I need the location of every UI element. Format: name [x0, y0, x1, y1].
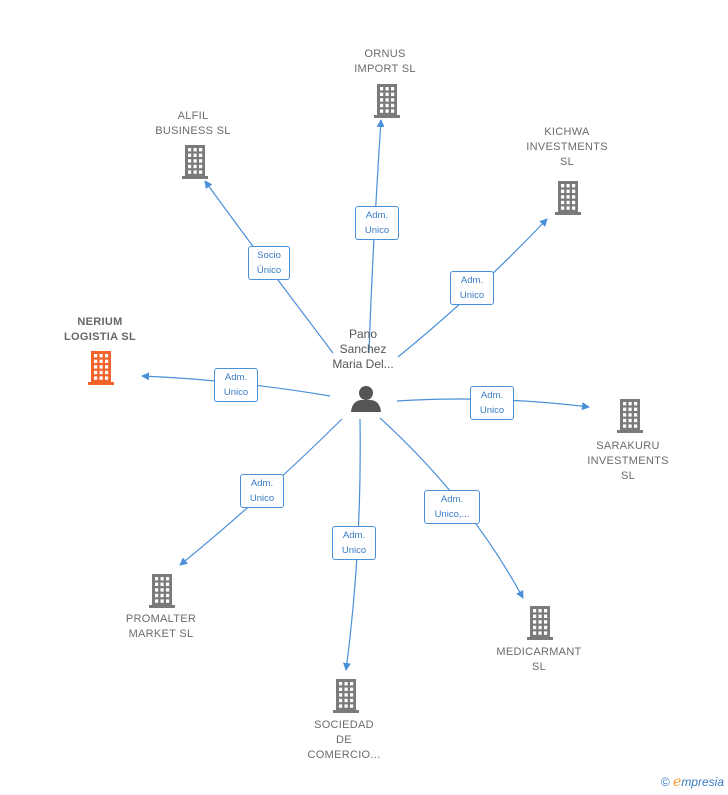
- role-label-medicarmant: Adm. Unico,...: [424, 490, 480, 524]
- company-label-sociedad[interactable]: SOCIEDAD DE COMERCIO...: [307, 718, 381, 761]
- company-label-promalter[interactable]: PROMALTER MARKET SL: [125, 613, 197, 640]
- company-label-nerium[interactable]: NERIUM LOGISTIA SL: [64, 316, 136, 343]
- person-name-label[interactable]: Pano Sanchez Maria Del...: [332, 327, 394, 371]
- company-label-alfil[interactable]: ALFIL BUSINESS SL: [155, 110, 231, 137]
- company-label-medicarmant[interactable]: MEDICARMANT SL: [496, 646, 582, 673]
- building-icon-alfil[interactable]: [182, 145, 208, 179]
- role-label-sarakuru: Adm. Unico: [470, 386, 514, 420]
- building-icon-kichwa[interactable]: [555, 181, 581, 215]
- copyright-symbol: ©: [660, 775, 670, 789]
- brand-name: mpresia: [681, 775, 724, 789]
- role-label-kichwa: Adm. Unico: [450, 271, 494, 305]
- building-icon-medicarmant[interactable]: [527, 606, 553, 640]
- footer-brand: © empresia: [661, 774, 724, 790]
- company-label-kichwa[interactable]: KICHWA INVESTMENTS SL: [526, 125, 608, 168]
- person-icon[interactable]: [351, 386, 381, 412]
- building-icon-sarakuru[interactable]: [617, 399, 643, 433]
- brand-e: e: [673, 774, 682, 790]
- edge-ornus: [368, 119, 385, 354]
- building-icon-promalter[interactable]: [149, 574, 175, 608]
- role-label-sociedad: Adm. Unico: [332, 526, 376, 560]
- role-label-nerium: Adm. Unico: [214, 368, 258, 402]
- role-label-ornus: Adm. Unico: [355, 206, 399, 240]
- company-label-sarakuru[interactable]: SARAKURU INVESTMENTS SL: [587, 439, 669, 482]
- building-icon-nerium[interactable]: [88, 351, 114, 385]
- company-label-ornus[interactable]: ORNUS IMPORT SL: [354, 48, 416, 75]
- building-icon-sociedad[interactable]: [333, 679, 359, 713]
- role-label-promalter: Adm. Unico: [240, 474, 284, 508]
- role-label-alfil: Socio Único: [248, 246, 290, 280]
- building-icon-ornus[interactable]: [374, 84, 400, 118]
